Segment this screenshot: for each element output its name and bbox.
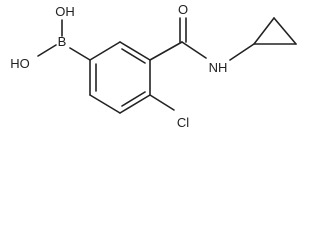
- boronic-acid-group: B OH HO: [10, 4, 91, 71]
- nh-label: NH: [209, 60, 228, 75]
- ring-bond-1: [119, 41, 151, 61]
- cyclopropyl-group: [229, 17, 297, 61]
- hydroxyl-top-label: OH: [55, 4, 75, 19]
- chloro-group: Cl: [149, 94, 189, 130]
- boron-label: B: [58, 34, 67, 49]
- cyclopropyl-bond-1: [253, 17, 275, 45]
- ring-bond-1-inner: [121, 48, 146, 64]
- boron-to-oh-left-bond: [37, 44, 57, 57]
- ring-bond-3: [119, 94, 151, 114]
- ring-bond-6: [89, 41, 121, 61]
- chlorine-label: Cl: [177, 115, 189, 130]
- amide-group: O NH: [149, 2, 228, 75]
- ring-to-chlorine-bond: [149, 94, 175, 111]
- ring-bond-4: [89, 94, 121, 114]
- chemical-structure: B OH HO O NH Cl: [10, 2, 297, 130]
- ring-to-carbonyl-bond: [149, 41, 183, 61]
- oxygen-label: O: [178, 2, 188, 17]
- nh-to-cyclopropyl-bond: [229, 43, 255, 61]
- cyclopropyl-bond-2: [273, 17, 297, 45]
- benzene-ring: [89, 41, 151, 114]
- carbonyl-to-nh-bond: [181, 41, 207, 59]
- ring-to-boron-bond: [69, 47, 91, 61]
- hydroxyl-left-label: HO: [10, 56, 30, 71]
- ring-bond-3-inner: [121, 91, 146, 107]
